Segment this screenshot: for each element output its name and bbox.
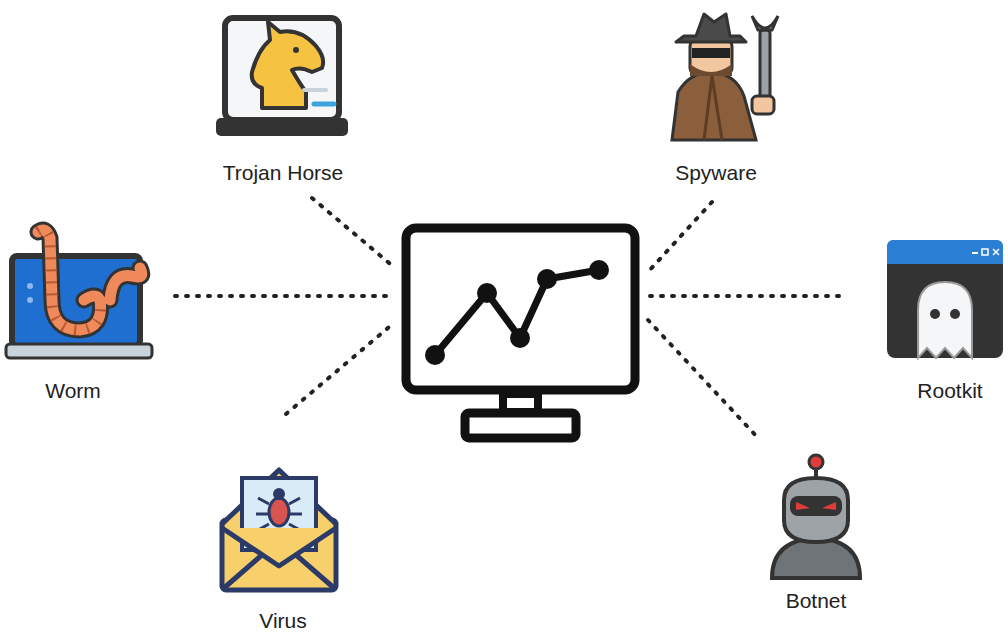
node-label: Rootkit <box>917 378 982 403</box>
node-label: Botnet <box>786 588 847 613</box>
malware-node: Virus <box>255 606 310 634</box>
spyware-icon <box>672 14 778 140</box>
worm-icon <box>6 230 152 358</box>
node-label: Spyware <box>675 160 757 185</box>
malware-node: Rootkit <box>913 376 986 405</box>
malware-node: Spyware <box>671 158 761 187</box>
trojan-icon <box>216 18 348 136</box>
node-label: Virus <box>259 608 306 633</box>
malware-node: Worm <box>41 376 105 405</box>
node-label: Worm <box>45 378 101 403</box>
botnet-icon <box>772 455 860 578</box>
malware-node: Botnet <box>782 586 851 615</box>
rootkit-icon <box>887 240 1003 358</box>
dotted-leaders <box>175 198 842 440</box>
virus-icon <box>222 470 336 590</box>
node-label: Trojan Horse <box>223 160 344 185</box>
monitor-icon <box>406 228 635 438</box>
malware-node: Trojan Horse <box>219 158 348 187</box>
